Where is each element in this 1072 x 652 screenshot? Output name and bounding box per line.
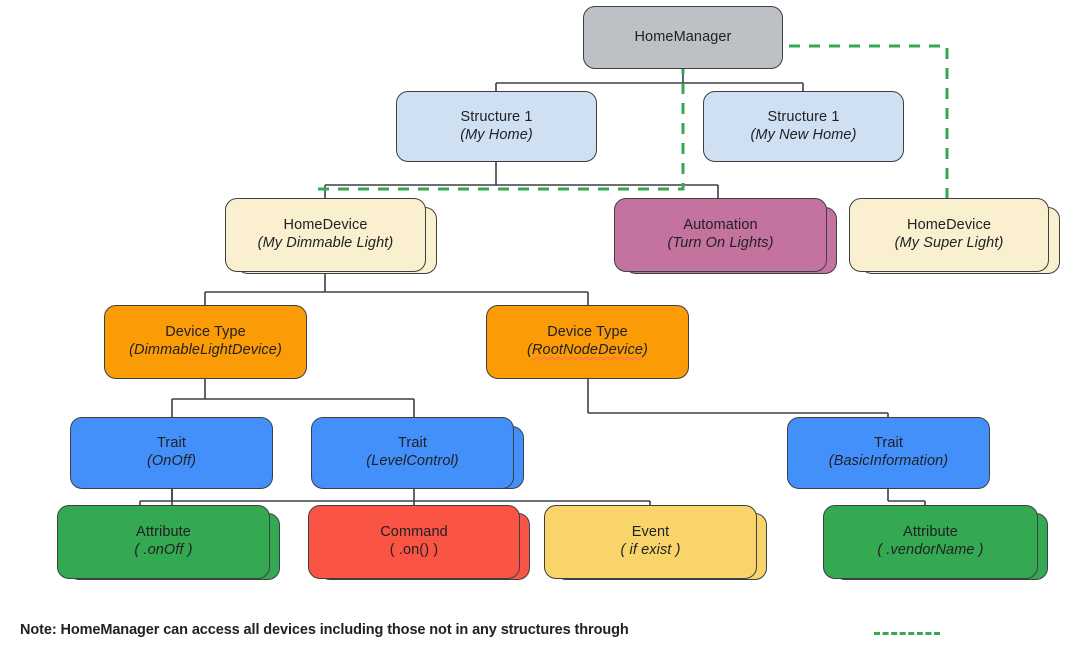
node-structure-my-new-home[interactable]: Structure 1 (My New Home) bbox=[703, 91, 904, 162]
node-automation-title: Automation bbox=[683, 217, 758, 234]
node-automation-turn-on-lights[interactable]: Automation (Turn On Lights) bbox=[614, 198, 827, 272]
node-trait-basicinformation-subtitle: (BasicInformation) bbox=[828, 453, 949, 469]
node-trait-levelcontrol-title: Trait bbox=[398, 435, 427, 452]
node-attribute-onoff-subtitle: ( .onOff ) bbox=[134, 542, 193, 558]
node-devicetype-rootnode-subtitle: (RootNodeDevice) bbox=[527, 342, 648, 360]
node-event-if-exist[interactable]: Event ( if exist ) bbox=[544, 505, 757, 579]
node-homedevice-my-dimmable-light[interactable]: HomeDevice (My Dimmable Light) bbox=[225, 198, 426, 272]
node-attribute-vendorname[interactable]: Attribute ( .vendorName ) bbox=[823, 505, 1038, 579]
node-homedevice-my-super-light-title: HomeDevice bbox=[907, 217, 991, 234]
node-trait-levelcontrol-subtitle: (LevelControl) bbox=[366, 453, 459, 469]
node-homedevice-my-dimmable-light-title: HomeDevice bbox=[283, 217, 368, 234]
node-attribute-onoff[interactable]: Attribute ( .onOff ) bbox=[57, 505, 270, 579]
node-command-on[interactable]: Command ( .on() ) bbox=[308, 505, 520, 579]
node-trait-basicinformation[interactable]: Trait (BasicInformation) bbox=[787, 417, 990, 489]
node-event-title: Event bbox=[631, 524, 670, 541]
node-command-subtitle: ( .on() ) bbox=[389, 542, 439, 558]
node-devicetype-dimmablelightdevice[interactable]: Device Type (DimmableLightDevice) bbox=[104, 305, 307, 379]
footer-note: Note: HomeManager can access all devices… bbox=[20, 622, 629, 638]
node-homemanager-title: HomeManager bbox=[634, 28, 732, 45]
node-structure-my-home[interactable]: Structure 1 (My Home) bbox=[396, 91, 597, 162]
node-homedevice-my-super-light-subtitle: (My Super Light) bbox=[894, 235, 1004, 251]
node-homedevice-my-dimmable-light-subtitle: (My Dimmable Light) bbox=[257, 235, 394, 251]
node-trait-onoff-subtitle: (OnOff) bbox=[146, 453, 197, 469]
node-trait-onoff[interactable]: Trait (OnOff) bbox=[70, 417, 273, 489]
node-command-title: Command bbox=[380, 524, 448, 541]
node-structure-my-home-title: Structure 1 bbox=[460, 108, 533, 125]
rootnodedevice-misspelled-text: RootNodeDevice bbox=[531, 342, 643, 358]
node-structure-my-new-home-title: Structure 1 bbox=[767, 108, 840, 125]
node-trait-levelcontrol[interactable]: Trait (LevelControl) bbox=[311, 417, 514, 489]
node-devicetype-dimmable-subtitle: (DimmableLightDevice) bbox=[129, 342, 282, 358]
paren-open: ( bbox=[527, 342, 532, 358]
node-automation-subtitle: (Turn On Lights) bbox=[667, 235, 774, 251]
node-homemanager[interactable]: HomeManager bbox=[583, 6, 783, 69]
paren-close: ) bbox=[643, 342, 648, 358]
node-attribute-onoff-title: Attribute bbox=[136, 524, 191, 541]
node-structure-my-new-home-subtitle: (My New Home) bbox=[750, 126, 857, 143]
node-devicetype-dimmable-title: Device Type bbox=[165, 324, 246, 341]
node-structure-my-home-subtitle: (My Home) bbox=[460, 126, 533, 143]
node-event-subtitle: ( if exist ) bbox=[620, 542, 681, 558]
node-devicetype-rootnodedevice[interactable]: Device Type (RootNodeDevice) bbox=[486, 305, 689, 379]
node-trait-onoff-title: Trait bbox=[157, 435, 186, 452]
node-attribute-vendorname-title: Attribute bbox=[903, 524, 958, 541]
node-devicetype-rootnode-title: Device Type bbox=[547, 324, 628, 341]
node-homedevice-my-super-light[interactable]: HomeDevice (My Super Light) bbox=[849, 198, 1049, 272]
node-attribute-vendorname-subtitle: ( .vendorName ) bbox=[877, 542, 984, 558]
footer-note-dash-sample bbox=[874, 632, 940, 635]
node-trait-basicinformation-title: Trait bbox=[874, 435, 903, 452]
